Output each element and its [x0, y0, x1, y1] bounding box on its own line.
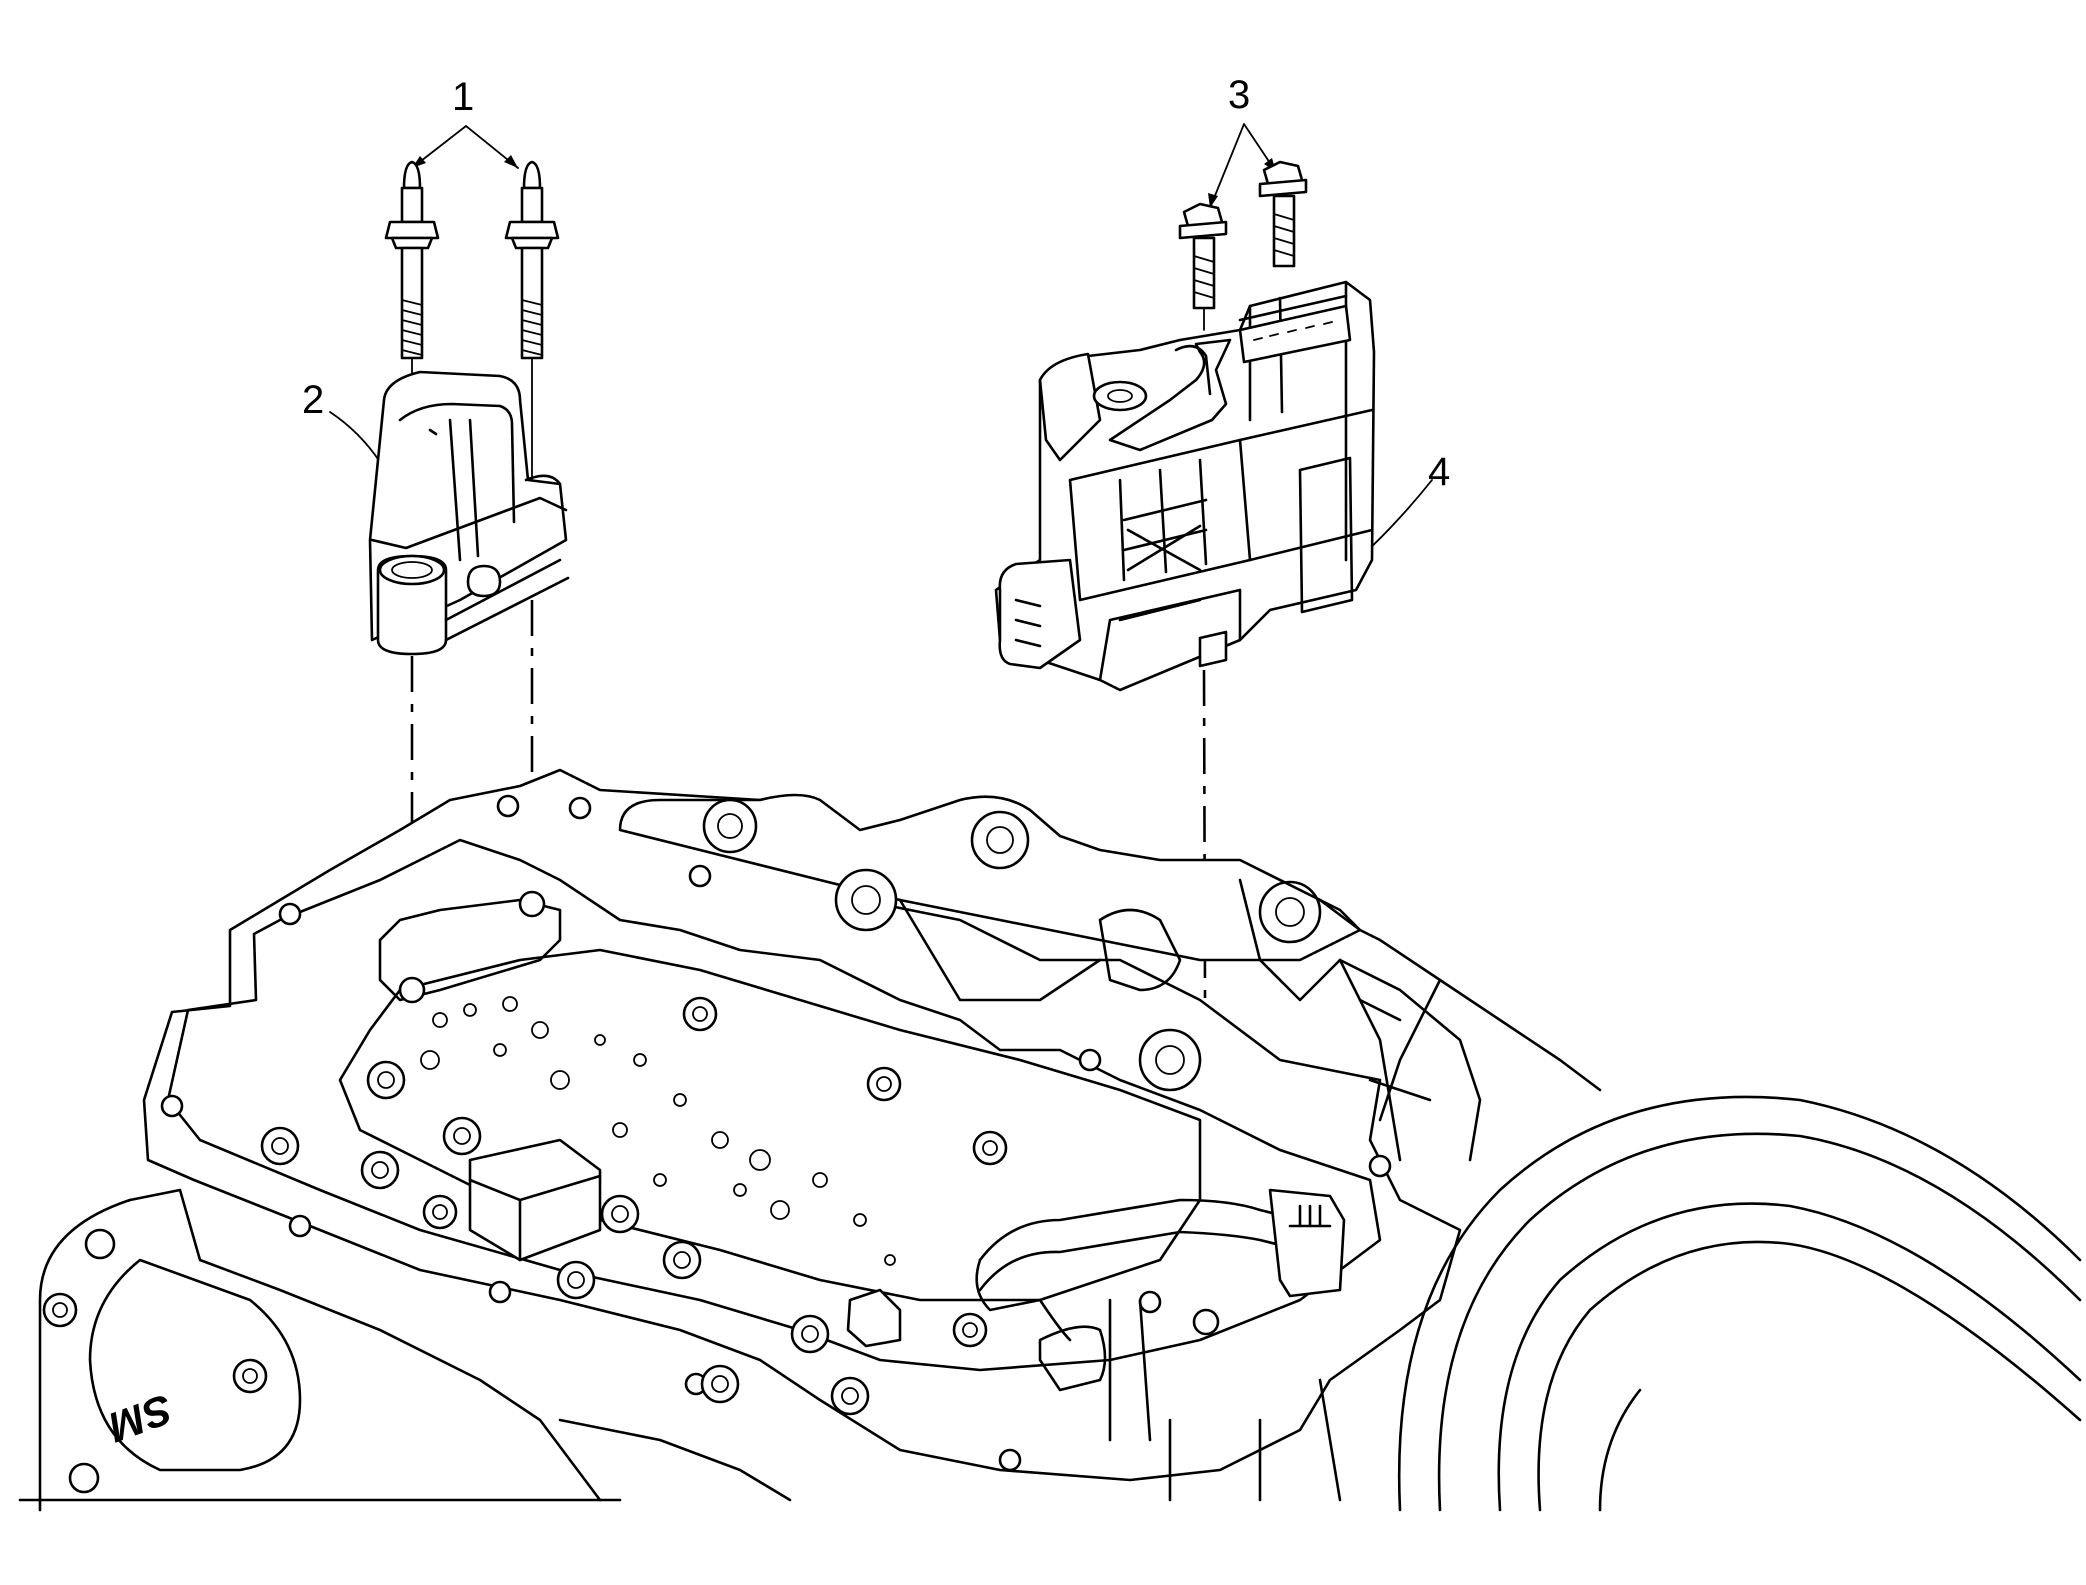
callout-4-leader — [1365, 479, 1433, 553]
bolt-right — [1258, 160, 1308, 268]
cable-loop-outer — [1397, 1095, 2082, 1512]
control-module-component — [994, 280, 1376, 692]
case-upper-housing — [618, 793, 1362, 962]
stud-bolt-left — [384, 160, 440, 431]
sensor-mount-pad — [378, 898, 562, 1002]
case-lower-housing — [38, 1198, 132, 1512]
case-marking: SM — [102, 1385, 178, 1451]
callout-3-arrowhead-left — [1208, 193, 1218, 208]
callout-3: 3 — [1228, 73, 1250, 117]
callout-2: 2 — [302, 378, 324, 422]
alignment-line-module — [1202, 669, 1208, 1319]
harness-connector — [1268, 1188, 1346, 1298]
callout-1-leader — [411, 125, 519, 169]
stud-bolt-right — [504, 160, 560, 481]
callout-4: 4 — [1428, 450, 1450, 494]
valve-body-bolts — [42, 996, 1008, 1416]
callout-1: 1 — [452, 75, 474, 119]
bolt-left — [1178, 202, 1228, 331]
transmission-case: SM — [18, 768, 2082, 1512]
callout-2-leader — [329, 411, 381, 463]
wiring-harness — [978, 1198, 1302, 1262]
sensor-component — [368, 370, 570, 656]
callout-1-arrowhead-right — [504, 155, 518, 168]
case-gasket — [166, 838, 1382, 1372]
